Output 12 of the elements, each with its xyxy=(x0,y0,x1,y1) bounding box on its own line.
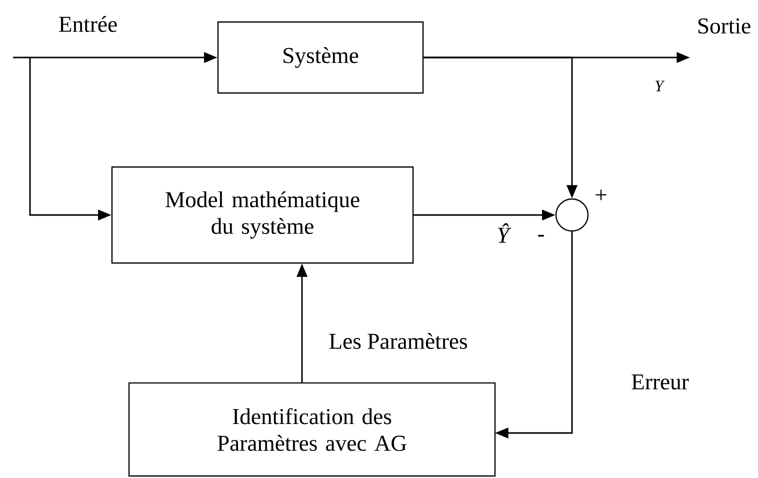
process-box: Système xyxy=(217,21,424,94)
edge-label: Y xyxy=(655,80,665,92)
process-box: Model mathématique du système xyxy=(111,166,414,264)
sign-label: + xyxy=(596,190,606,200)
edge-label: Erreur xyxy=(632,374,689,390)
process-box: Identification des Paramètres avec AG xyxy=(128,382,496,477)
edge-label: Les Paramètres xyxy=(329,332,467,349)
text-label: Entrée xyxy=(59,16,117,32)
text-label: Sortie xyxy=(698,18,750,34)
edge-label: Ŷ xyxy=(498,223,512,243)
summing-circle xyxy=(555,198,589,232)
sign-label: - xyxy=(538,234,544,237)
